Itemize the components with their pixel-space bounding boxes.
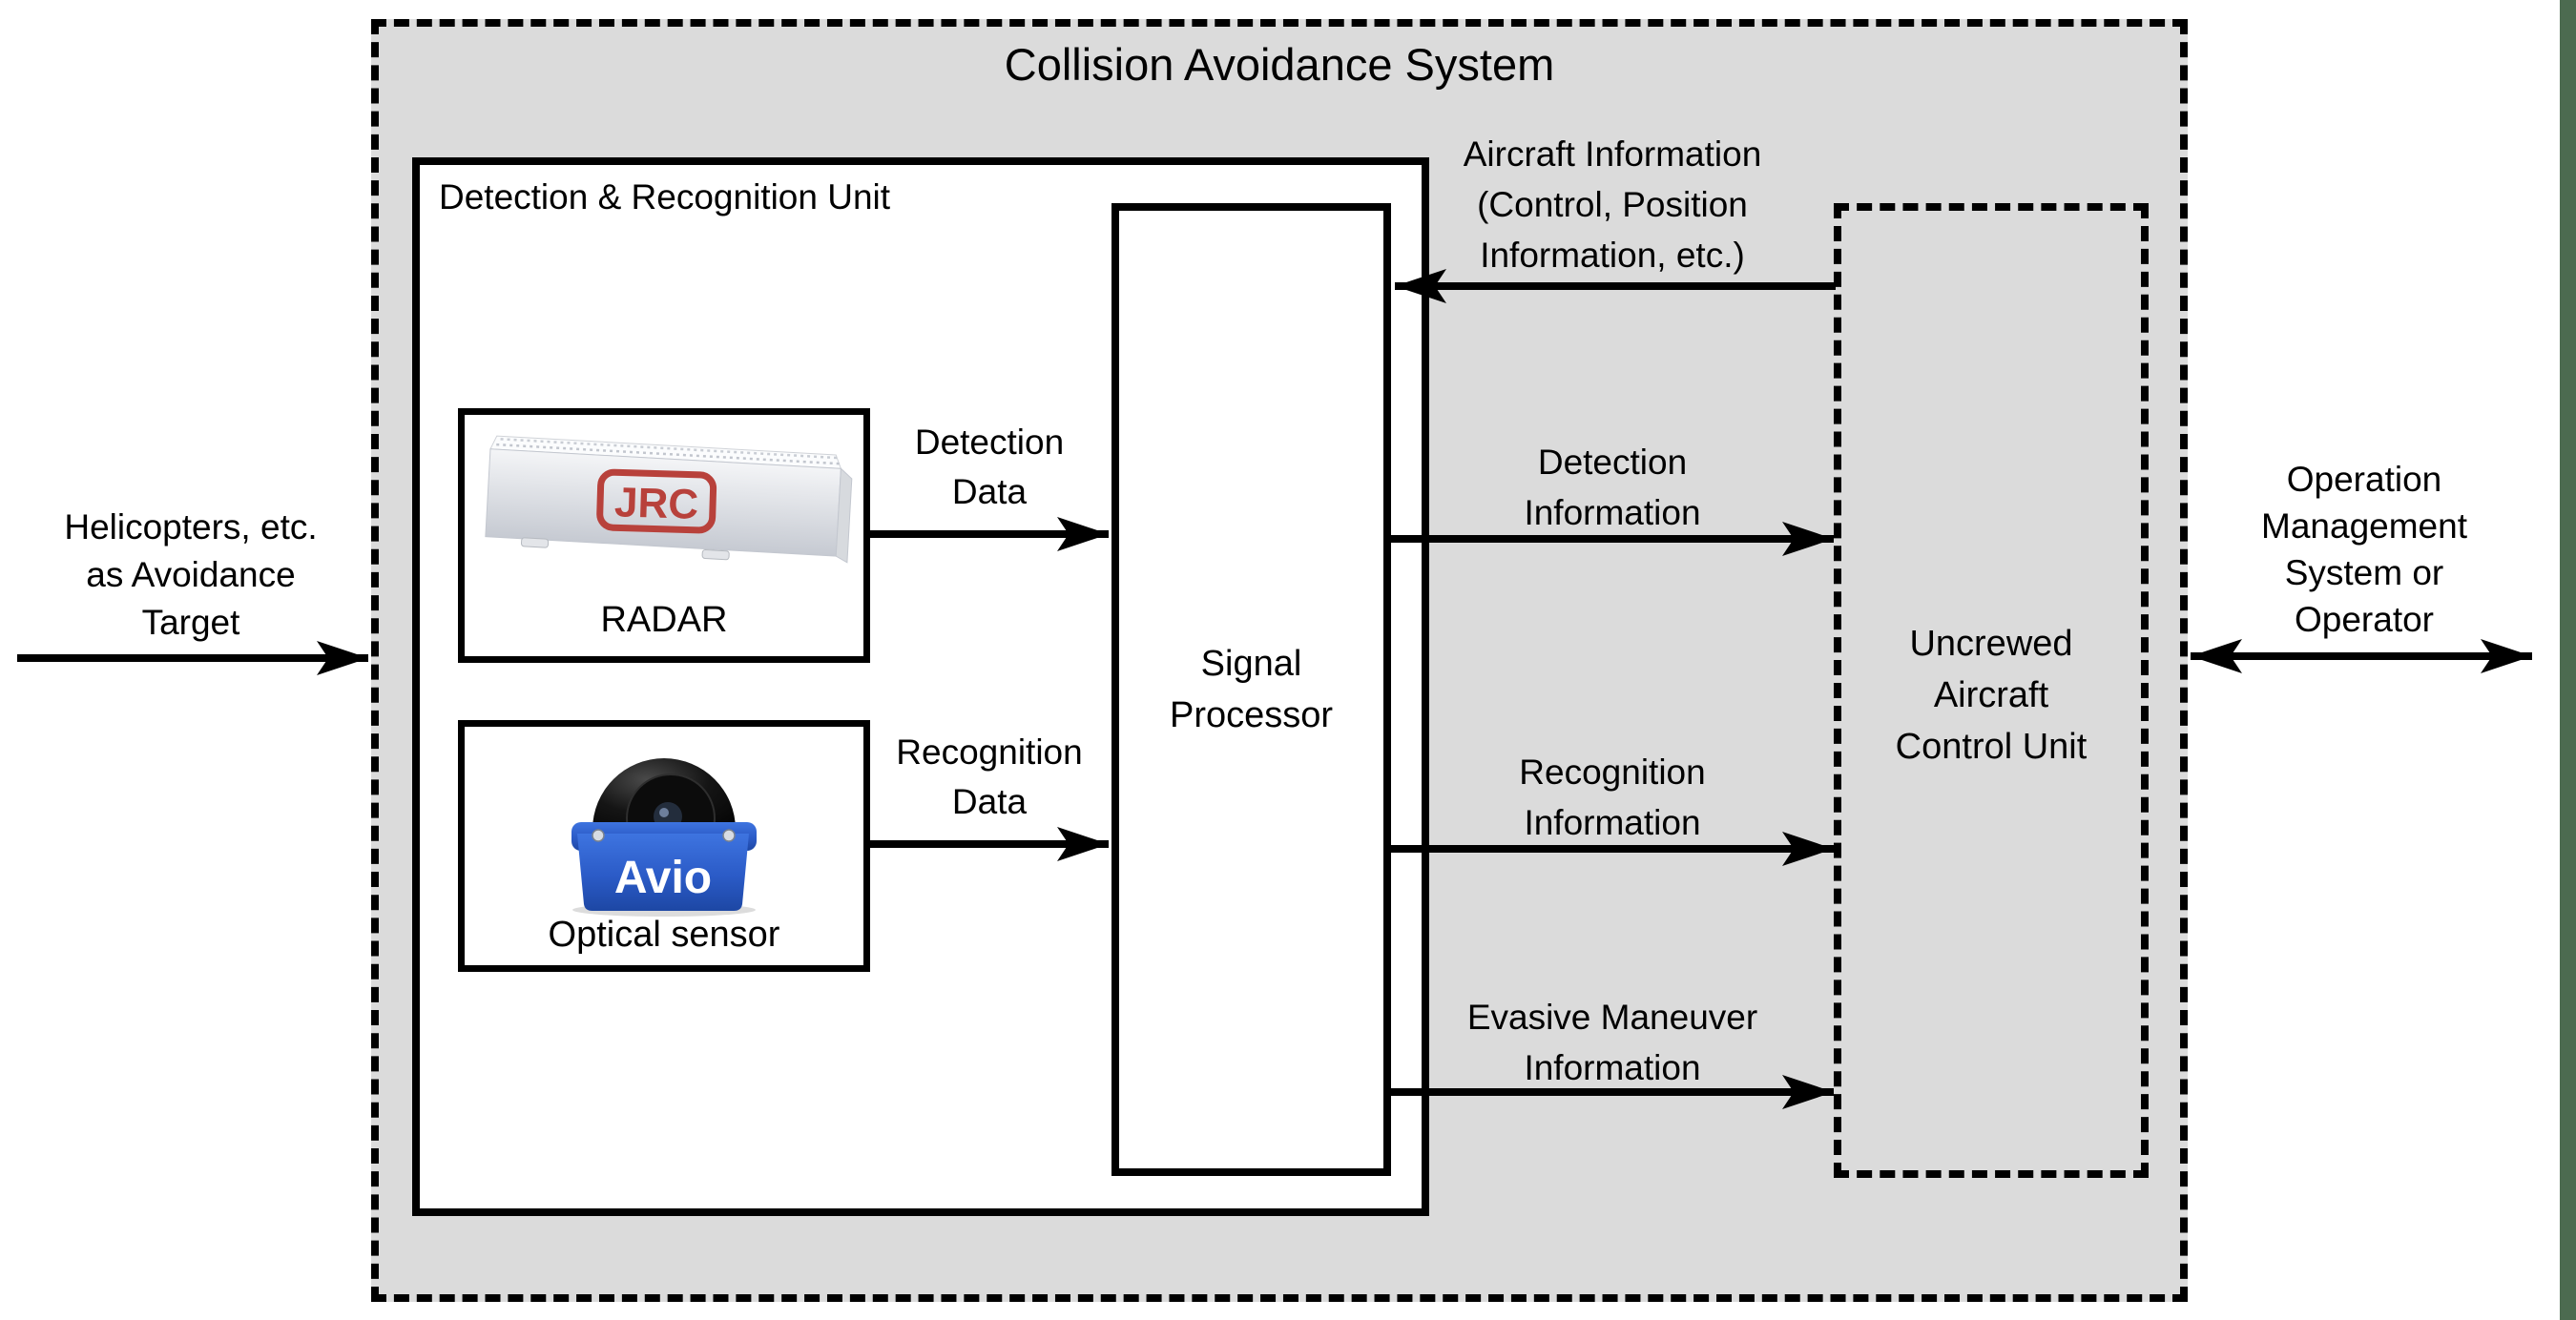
radar-foot xyxy=(701,548,730,561)
detection-data-label: Detection Data xyxy=(846,418,1132,517)
signal-processor-box: Signal Processor xyxy=(1111,203,1391,1176)
label-line: Evasive Maneuver xyxy=(1466,998,1758,1037)
optical-sensor-box: Avio Optical sensor xyxy=(458,720,870,972)
uncrewed-unit-label-line: Control Unit xyxy=(1895,727,2088,767)
label-line: Detection xyxy=(914,423,1065,462)
label-line: Information, etc.) xyxy=(1480,236,1745,275)
label-line: Recognition xyxy=(1519,753,1706,792)
detection-information-label: Detection Information xyxy=(1393,437,1832,538)
jrc-logo-text: JRC xyxy=(613,479,698,528)
label-line: Aircraft Information xyxy=(1463,134,1762,174)
label-line: Recognition xyxy=(896,732,1083,772)
label-line: Management xyxy=(2261,506,2467,546)
radar-photo: JRC xyxy=(485,435,853,564)
helicopters-avoidance-target-label: Helicopters, etc. as Avoidance Target xyxy=(14,504,367,647)
operation-management-label: Operation Management System or Operator xyxy=(2194,456,2534,643)
optical-sensor-photo: Avio xyxy=(571,758,757,917)
label-line: Information xyxy=(1524,1048,1701,1087)
evasive-maneuver-information-label: Evasive Maneuver Information xyxy=(1393,992,1832,1093)
optical-sensor-caption: Optical sensor xyxy=(548,915,780,955)
label-line: Helicopters, etc. xyxy=(64,507,318,547)
label-line: System or xyxy=(2284,553,2444,592)
uncrewed-unit-label-line: Aircraft xyxy=(1933,675,2049,715)
uncrewed-aircraft-control-unit-box: Uncrewed Aircraft Control Unit xyxy=(1834,203,2149,1178)
right-edge-green-strip xyxy=(2560,0,2576,1320)
uncrewed-unit-label-line: Uncrewed xyxy=(1909,624,2073,664)
camera-base xyxy=(577,834,749,911)
diagram-title: Collision Avoidance System xyxy=(1004,39,1555,90)
aircraft-information-label: Aircraft Information (Control, Position … xyxy=(1393,129,1832,280)
label-line: Information xyxy=(1524,493,1701,532)
camera-screw xyxy=(722,829,736,842)
radar-foot xyxy=(520,537,550,548)
label-line: Operation xyxy=(2286,460,2442,499)
camera-screw xyxy=(592,829,605,842)
recognition-data-label: Recognition Data xyxy=(846,728,1132,827)
signal-processor-label-line: Processor xyxy=(1169,695,1334,735)
label-line: Data xyxy=(951,782,1028,821)
camera-lens-highlight xyxy=(659,808,669,817)
label-line: (Control, Position xyxy=(1477,185,1748,224)
detection-recognition-unit-label: Detection & Recognition Unit xyxy=(439,177,891,217)
label-line: as Avoidance xyxy=(86,555,296,594)
radar-caption: RADAR xyxy=(600,600,728,640)
jrc-logo: JRC xyxy=(596,468,717,534)
radar-side-face xyxy=(835,467,853,564)
avio-logo-text: Avio xyxy=(614,853,712,903)
label-line: Data xyxy=(951,472,1028,511)
radar-box: JRC RADAR xyxy=(458,408,870,663)
label-line: Target xyxy=(141,603,240,642)
label-line: Detection xyxy=(1537,443,1688,482)
signal-processor-label-line: Signal xyxy=(1200,644,1302,684)
recognition-information-label: Recognition Information xyxy=(1393,747,1832,848)
label-line: Information xyxy=(1524,803,1701,842)
label-line: Operator xyxy=(2294,600,2434,639)
